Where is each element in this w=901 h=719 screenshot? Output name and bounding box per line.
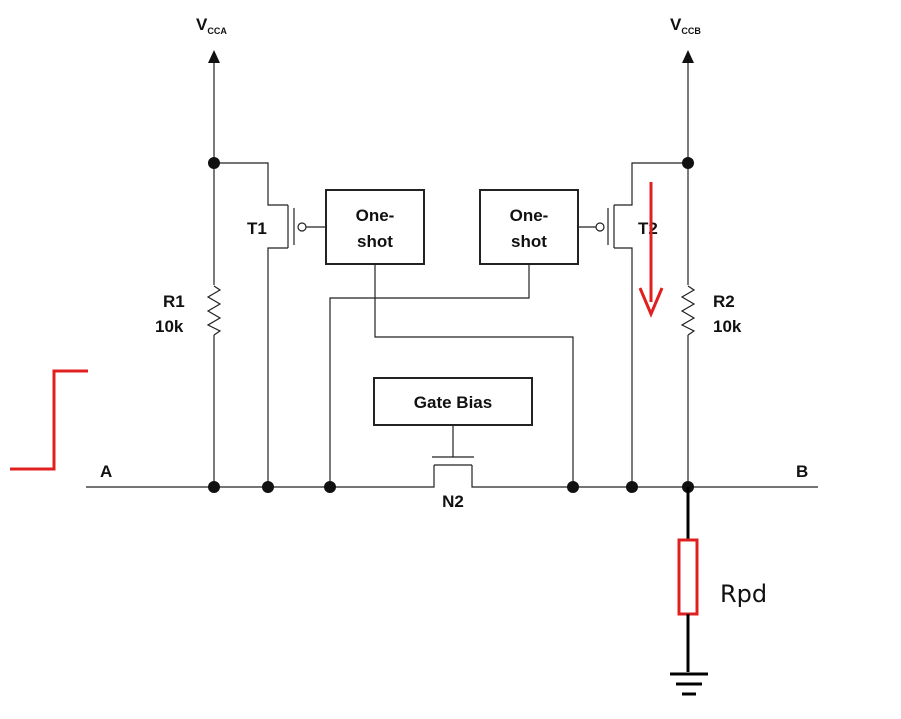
oneshot-right-line2: shot — [511, 232, 547, 251]
bus-a: A — [86, 462, 432, 488]
oneshot-right-line1: One- — [510, 206, 549, 225]
vcca-rail: VCCA — [196, 15, 227, 487]
r1-name: R1 — [163, 292, 185, 311]
r1-value: 10k — [155, 317, 184, 336]
rpd-annotation: Rpd — [670, 487, 767, 696]
vccb-rail: VCCB — [670, 15, 701, 487]
vccb-label: VCCB — [670, 15, 701, 36]
junction-dot — [208, 481, 220, 493]
r2-value: 10k — [713, 317, 742, 336]
transistor-n2: N2 — [432, 456, 474, 511]
junction-dot — [626, 481, 638, 493]
rpd-resistor — [677, 538, 699, 616]
oneshot-left-line1: One- — [356, 206, 395, 225]
junction-dot — [567, 481, 579, 493]
port-b-label: B — [796, 462, 808, 481]
current-arrow-icon — [638, 182, 664, 318]
gate-bias-label: Gate Bias — [414, 393, 492, 412]
t2-label: T2 — [638, 219, 658, 238]
transistor-t1: T1 — [214, 162, 326, 487]
junction-dot — [324, 481, 336, 493]
bus-b: B — [474, 462, 818, 488]
r2-name: R2 — [713, 292, 735, 311]
oneshot-left-line2: shot — [357, 232, 393, 251]
junction-dot — [682, 157, 694, 169]
transistor-t2: T2 — [578, 162, 688, 487]
oneshot-wiring — [329, 264, 574, 487]
resistor-r2: R2 10k — [680, 285, 742, 336]
ground-icon — [670, 672, 708, 696]
junction-dot — [208, 157, 220, 169]
n2-label: N2 — [442, 492, 464, 511]
gate-bias-block: Gate Bias — [373, 377, 533, 457]
vcca-arrow-icon — [208, 50, 220, 63]
junction-dot — [262, 481, 274, 493]
vcca-label: VCCA — [196, 15, 227, 36]
port-a-label: A — [100, 462, 112, 481]
step-signal-annotation — [10, 369, 88, 471]
oneshot-right-block: One- shot — [479, 189, 579, 265]
rpd-label: Rpd — [720, 580, 767, 608]
resistor-r1: R1 10k — [155, 285, 222, 336]
t1-label: T1 — [247, 219, 267, 238]
junction-dots — [208, 157, 694, 493]
vccb-arrow-icon — [682, 50, 694, 63]
oneshot-left-block: One- shot — [325, 189, 425, 265]
